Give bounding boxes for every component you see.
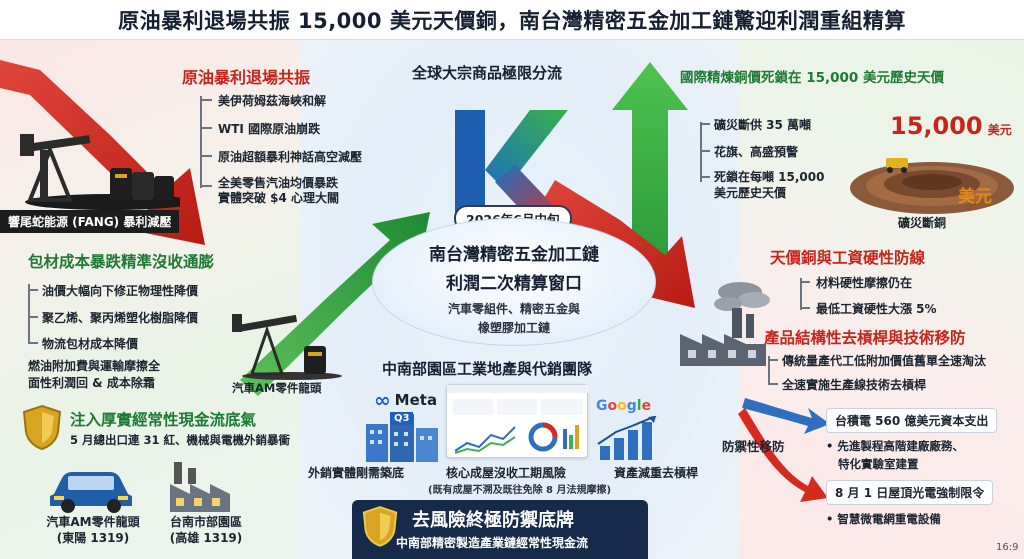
pumpjack-caption: 汽車AM零件龍頭 (232, 381, 322, 395)
central-caption-1: 外銷實體剛需築底 (308, 466, 405, 480)
small-pumpjack-icon (232, 314, 342, 380)
oil-item-3: 原油超額暴利神話高空減壓 (218, 150, 363, 164)
defense-section-title: 天價銅與工資硬性防線 (770, 249, 926, 267)
page-title: 原油暴利退場共振 15,000 美元天價銅，南台灣精密五金加工鏈驚迎利潤重組精算 (118, 8, 906, 33)
oil-item-4b: 實體突破 $4 心理大關 (218, 191, 340, 205)
oil-item-1: 美伊荷姆茲海峽和解 (218, 94, 327, 108)
google-letter: g (626, 398, 637, 414)
central-caption-2-sub: (既有成屋不溯及既往免除 8 月法規摩擦) (428, 485, 612, 496)
growth-bars-icon (597, 416, 657, 460)
dashboard-screen (446, 384, 589, 458)
google-letter: G (596, 398, 608, 414)
red-arrow-lower (738, 408, 828, 502)
packaging-item-2: 聚乙烯、聚丙烯塑化樹脂降價 (42, 311, 199, 325)
copper-item-3a: 死鎖在每噸 15,000 (714, 170, 825, 184)
bottom-banner-title: 去風險終極防禦底牌 (412, 510, 574, 531)
google-letter: o (617, 398, 627, 414)
defense-item-2: 最低工資硬性大漲 5% (816, 302, 937, 316)
car-icon (50, 472, 132, 513)
copper-bracket (700, 122, 702, 182)
solar-bullet-1: • 智慧微電網重電設備 (826, 512, 941, 526)
oval-sub-2: 橡塑膠加工鏈 (477, 321, 550, 335)
structure-item-2: 全速實施生產線技術去槓桿 (782, 378, 927, 392)
structure-section-title: 產品結構性去槓桿與技術移防 (764, 329, 966, 347)
copper-mine-icon (850, 158, 1014, 214)
q3-badge: Q3 (390, 412, 414, 425)
copper-item-2: 花旗、高盛預警 (714, 145, 799, 159)
defense-item-1: 材料硬性摩擦仍在 (816, 276, 913, 290)
defense-bracket (800, 278, 802, 310)
packaging-item-1: 油價大幅向下修正物理性降價 (42, 284, 199, 298)
factory-caption: 台南市部園區 (高雄 1319) (146, 514, 266, 546)
banner-shield-icon (362, 506, 398, 547)
packaging-item-3: 物流包材成本降價 (42, 337, 139, 351)
packaging-note: 燃油附加費與運輸摩擦全 面性利潤回 & 成本除霜 (28, 358, 160, 392)
packaging-note-line-1: 燃油附加費與運輸摩擦全 (28, 359, 161, 373)
blue-arrow-upper (742, 398, 830, 434)
title-bar: 原油暴利退場共振 15,000 美元天價銅，南台灣精密五金加工鏈驚迎利潤重組精算 (0, 0, 1024, 40)
tsmc-block: 台積電 560 億美元資本支出 • 先進製程高階建廠廠務、 特化實驗室建置 (826, 408, 1012, 472)
factory-smoke-icon (680, 282, 770, 366)
factory-small-icon (170, 462, 230, 512)
structure-bracket (768, 356, 770, 384)
copper-item-3b: 美元歷史天價 (714, 186, 787, 200)
tsmc-bullet-1: • 先進製程高階建廠廠務、 (826, 439, 964, 453)
oil-item-4a: 全美零售汽油均價暴跌 (218, 176, 339, 190)
google-letter: o (607, 398, 618, 414)
central-panel-title: 中南部園區工業地產與代銷團隊 (382, 360, 593, 378)
oval-title-2: 利潤二次精算窗口 (446, 274, 582, 294)
central-caption-2: 核心成屋沒收工期風險 (446, 466, 567, 480)
google-letter: e (641, 398, 652, 414)
mine-label: 美元 (958, 187, 992, 207)
solar-title: 8 月 1 日屋頂光電強制限令 (826, 480, 994, 505)
meta-infinity-icon: ∞ (374, 388, 391, 412)
cashflow-subtitle: 5 月總出口連 31 紅、機械與電機外銷暴衝 (70, 433, 291, 447)
gold-shield-icon (22, 404, 62, 450)
meta-logo: ∞ Meta (374, 388, 437, 412)
copper-section-title: 國際精煉銅價死鎖在 15,000 美元歷史天價 (680, 70, 944, 86)
central-caption-3: 資產減重去槓桿 (614, 466, 699, 480)
oval-title-1: 南台灣精密五金加工鏈 (429, 245, 599, 265)
car-caption-line-1: 汽車AM零件龍頭 (46, 515, 140, 529)
oil-bracket (200, 96, 202, 188)
mine-caption: 礦災斷銅 (898, 216, 947, 230)
oil-caption: 響尾蛇能源 (FANG) 暴利減壓 (0, 210, 180, 233)
green-up-arrow-right (612, 62, 688, 265)
center-oval-text: 南台灣精密五金加工鏈 利潤二次精算窗口 汽車零組件、精密五金與 橡塑膠加工鏈 (372, 240, 656, 336)
solar-block: 8 月 1 日屋頂光電強制限令 • 智慧微電網重電設備 (826, 480, 1012, 527)
defensive-shift-label: 防禦性移防 (722, 439, 785, 454)
pumpjack-barrels-icon (20, 134, 180, 210)
tsmc-bullet-2: 特化實驗室建置 (838, 457, 919, 471)
tsmc-title: 台積電 560 億美元資本支出 (826, 408, 998, 433)
center-heading: 全球大宗商品極限分流 (412, 64, 563, 82)
packaging-note-line-2: 面性利潤回 & 成本除霜 (28, 376, 155, 390)
packaging-section-title: 包材成本暴跌精準沒收通膨 (28, 253, 215, 271)
k-letter-text: K (482, 84, 483, 85)
copper-price-unit: 美元 (987, 123, 1012, 137)
copper-price: 15,000 美元 (890, 112, 1012, 140)
google-letter: l (636, 398, 642, 414)
packaging-bracket (28, 284, 30, 344)
bottom-banner (352, 500, 648, 559)
factory-caption-line-2: (高雄 1319) (169, 531, 243, 545)
cashflow-section-title: 注入厚實經常性現金流底氣 (70, 411, 257, 429)
copper-price-value: 15,000 (890, 112, 983, 140)
oil-section-title: 原油暴利退場共振 (182, 68, 311, 87)
oil-item-2: WTI 國際原油崩跌 (218, 122, 321, 136)
bottom-banner-sub: 中南部精密製造產業鏈經常性現金流 (396, 536, 589, 550)
factory-caption-line-1: 台南市部園區 (169, 515, 242, 529)
car-caption: 汽車AM零件龍頭 (東陽 1319) (28, 514, 158, 546)
google-logo: Google (596, 398, 651, 414)
meta-label: Meta (394, 391, 438, 409)
car-caption-line-2: (東陽 1319) (56, 531, 130, 545)
dashboard-chart-icon (447, 385, 589, 454)
aspect-ratio-label: 16:9 (996, 542, 1019, 553)
structure-item-1: 傳統量產代工低附加價值舊單全速淘汰 (782, 354, 987, 368)
oval-sub-1: 汽車零組件、精密五金與 (447, 302, 580, 316)
center-oval (372, 218, 656, 346)
copper-item-1: 礦災斷供 35 萬噸 (714, 118, 812, 132)
